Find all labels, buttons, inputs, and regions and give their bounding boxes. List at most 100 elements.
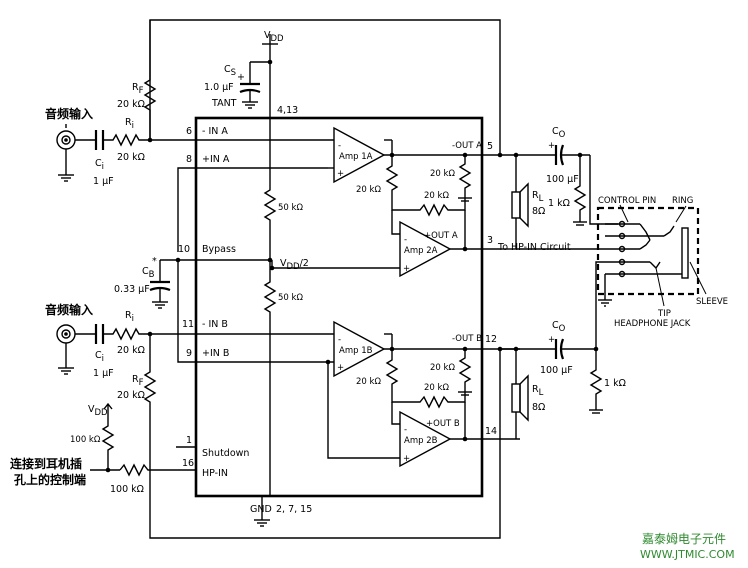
svg-text:CB: CB — [142, 266, 155, 280]
pin5-number: 5 — [487, 141, 493, 152]
cs-type: TANT — [211, 98, 237, 109]
vdd-supply-top: VDD 4,13 CS + 1.0 μF TANT — [204, 30, 298, 118]
rf-a-sub: F — [139, 86, 144, 96]
rl-b-value: 8Ω — [532, 402, 545, 413]
pin8-name: +IN A — [202, 154, 230, 165]
amp2b-label: Amp 2B — [404, 436, 438, 446]
pin16-number: 16 — [182, 458, 194, 469]
pin8-number: 8 — [186, 154, 192, 165]
output-capacitor-a: + CO 100 μF — [546, 126, 579, 185]
r50k-top: 50 kΩ — [278, 203, 303, 213]
out-b-minus: -OUT B — [452, 334, 482, 344]
svg-text:Ri: Ri — [125, 117, 134, 131]
pin10-name: Bypass — [202, 244, 236, 255]
r20k-2b-fb: 20 kΩ — [424, 383, 449, 393]
svg-text:Ci: Ci — [95, 158, 104, 172]
rf-a-label: R — [132, 82, 139, 93]
amp2a-label: Amp 2A — [404, 246, 438, 256]
headphone-jack: CONTROL PIN RING TIP SLEEVE HEADPHONE JA… — [596, 196, 728, 329]
pin6-name: - IN A — [202, 126, 228, 137]
cs-sub: S — [231, 68, 236, 78]
co-a-sub: O — [559, 130, 566, 140]
svg-text:+: + — [403, 454, 410, 464]
ri-a-label: R — [125, 117, 132, 128]
rf-b-label: R — [132, 374, 139, 385]
cs-plus: + — [237, 72, 245, 83]
cb-star: * — [152, 256, 157, 267]
svg-text:RF: RF — [132, 374, 144, 388]
out-a-plus: +OUT A — [424, 231, 458, 241]
pin11-number: 11 — [182, 319, 194, 330]
svg-text:RL: RL — [532, 190, 544, 204]
sleeve-label: SLEEVE — [696, 297, 728, 307]
svg-text:CO: CO — [552, 126, 566, 140]
r100k-pullup: 100 kΩ — [70, 435, 101, 445]
svg-text:CO: CO — [552, 320, 566, 334]
ri-b-value: 20 kΩ — [117, 345, 145, 356]
svg-text:-: - — [404, 425, 407, 435]
rl-a-value: 8Ω — [532, 206, 545, 217]
ri-b-sub: i — [132, 314, 134, 324]
audio-input-b: 音频输入 Ci 1 μF Ri 20 kΩ RF 20 kΩ — [45, 302, 501, 539]
svg-text:VDD: VDD — [264, 30, 284, 44]
pin11-name: - IN B — [202, 319, 228, 330]
svg-text:CS: CS — [224, 64, 236, 78]
svg-text:-: - — [338, 141, 341, 151]
pin12-number: 12 — [485, 334, 497, 345]
speaker-a: RL 8Ω — [511, 182, 545, 228]
pin1-number: 1 — [186, 435, 192, 446]
r20k-1a: 20 kΩ — [356, 185, 381, 195]
amp1b-label: Amp 1B — [339, 346, 373, 356]
r20k-2b-in: 20 kΩ — [430, 363, 455, 373]
vdd-half-div: /2 — [300, 258, 309, 269]
audio-input-a: 音频输入 Ci 1 μF Ri 20 kΩ RF 20 kΩ — [45, 20, 196, 187]
amp-2b: - + Amp 2B — [399, 410, 452, 468]
speaker-b: RL 8Ω — [511, 374, 545, 422]
cb-label: C — [142, 266, 149, 277]
svg-text:RL: RL — [532, 384, 544, 398]
ci-a-value: 1 μF — [93, 176, 114, 187]
ri-a-value: 20 kΩ — [117, 152, 145, 163]
svg-text:Ri: Ri — [125, 310, 134, 324]
ic-package-outline — [194, 116, 484, 498]
bypass-capacitor: CB * 0.33 μF — [114, 256, 171, 309]
gnd-pins: 2, 7, 15 — [276, 504, 312, 515]
co-a-value: 100 μF — [546, 174, 579, 185]
audio-in-a-label: 音频输入 — [45, 106, 93, 121]
ci-b-value: 1 μF — [93, 368, 114, 379]
rf-b-sub: F — [139, 378, 144, 388]
pin1-name: Shutdown — [202, 448, 249, 459]
to-hp-in: To HP-IN Circuit — [497, 242, 571, 253]
co-b-value: 100 μF — [540, 365, 573, 376]
svg-text:VDD/2: VDD/2 — [280, 258, 309, 272]
output-capacitor-b: + CO 100 μF — [540, 320, 573, 376]
r1k-a: 1 kΩ — [548, 198, 570, 209]
pin6-number: 6 — [186, 126, 192, 137]
svg-text:-: - — [338, 335, 341, 345]
gnd-label: GND — [250, 504, 272, 515]
rl-a-label: R — [532, 190, 539, 201]
r20k-2a-in: 20 kΩ — [430, 169, 455, 179]
amp-1b: - + Amp 1B — [333, 320, 386, 378]
r1k-b: 1 kΩ — [604, 378, 626, 389]
ci-a-label: C — [95, 158, 102, 169]
pin9-number: 9 — [186, 348, 192, 359]
vdd-half-sub: DD — [287, 262, 301, 272]
vdd-top-sub: DD — [271, 34, 285, 44]
svg-text:+: + — [403, 264, 410, 274]
co-a-label: C — [552, 126, 559, 137]
r50k-bot: 50 kΩ — [278, 293, 303, 303]
ci-a-sub: i — [102, 162, 104, 172]
ri-b-label: R — [125, 310, 132, 321]
cb-value: 0.33 μF — [114, 284, 150, 295]
pin16-name: HP-IN — [202, 468, 228, 479]
vdd-left-label: V — [88, 404, 95, 415]
co-b-sub: O — [559, 324, 566, 334]
watermark-url: WWW.JTMIC.COM — [640, 548, 735, 561]
rl-b-sub: L — [539, 388, 544, 398]
vdd-half-label: V — [280, 258, 287, 269]
svg-text:+: + — [337, 169, 344, 179]
ci-b-label: C — [95, 350, 102, 361]
ring-label: RING — [672, 196, 693, 206]
